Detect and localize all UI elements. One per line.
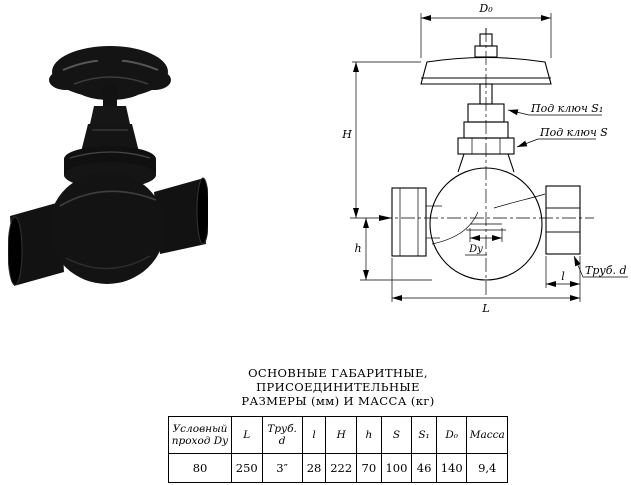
- callout-pod-kluch-s: Под ключ S: [516, 126, 608, 148]
- cell-L: 250: [231, 453, 263, 483]
- cell-S: 100: [380, 453, 413, 483]
- dimension-label-h: h: [354, 242, 361, 255]
- valve-photo-image: [7, 46, 210, 286]
- label-trub-d: Труб. d: [585, 264, 627, 277]
- dimension-label-d0: D₀: [478, 2, 493, 15]
- cell-trub-d: 3″: [261, 453, 303, 483]
- dimension-label-dy: Dу: [468, 244, 483, 255]
- cell-l: 28: [301, 453, 327, 483]
- col-header-uslovny-prohod: Условный проход Dу: [167, 416, 233, 454]
- dimension-label-H: H: [341, 128, 352, 141]
- dimension-d0: D₀: [420, 2, 552, 58]
- col-header-L: L: [231, 416, 263, 454]
- col-header-S: S: [380, 416, 413, 454]
- dimension-H: H: [341, 61, 421, 219]
- drawing-bonnet: [457, 121, 515, 173]
- cell-uslovny-prohod: 80: [167, 453, 233, 483]
- photo-stem: [103, 84, 117, 108]
- centerline-arrow: [379, 215, 392, 221]
- col-header-l: l: [301, 416, 327, 454]
- dimension-dy: Dу: [465, 228, 503, 256]
- valve-drawing-svg: D₀ Под ключ S₁ Под ключ S: [341, 2, 628, 315]
- table-title-line2: РАЗМЕРЫ (мм) И МАССА (кг): [241, 394, 435, 408]
- col-header-trub-d: Труб. d: [261, 416, 303, 454]
- table-title-line1: ОСНОВНЫЕ ГАБАРИТНЫЕ, ПРИСОЕДИНИТЕЛЬНЫЕ: [248, 366, 428, 394]
- dimension-h: h: [354, 218, 432, 281]
- label-pod-kluch-s: Под ключ S: [539, 126, 608, 139]
- photo-bonnet: [64, 106, 156, 188]
- valve-technical-drawing: D₀ Под ключ S₁ Под ключ S: [326, 0, 630, 322]
- col-header-massa: Масса: [466, 416, 508, 454]
- cell-massa: 9,4: [466, 453, 508, 483]
- label-pod-kluch-s1: Под ключ S₁: [530, 102, 603, 115]
- valve-photo: [7, 18, 210, 296]
- table-title: ОСНОВНЫЕ ГАБАРИТНЫЕ, ПРИСОЕДИНИТЕЛЬНЫЕ Р…: [168, 366, 508, 408]
- cell-D0: 140: [435, 453, 468, 483]
- cell-h: 70: [355, 453, 382, 483]
- callout-trub-d: Труб. d: [573, 255, 628, 278]
- table-header-row: Условный проход Dу L Труб. d l H h S S₁ …: [167, 416, 508, 454]
- dimensions-table-block: ОСНОВНЫЕ ГАБАРИТНЫЕ, ПРИСОЕДИНИТЕЛЬНЫЕ Р…: [167, 366, 508, 483]
- dimension-l: l: [545, 256, 580, 288]
- col-header-S1: S₁: [411, 416, 437, 454]
- callout-pod-kluch-s1: Под ключ S₁: [507, 102, 603, 116]
- photo-body: [7, 172, 210, 286]
- col-header-h: h: [355, 416, 382, 454]
- col-header-H: H: [325, 416, 357, 454]
- dimension-label-l: l: [561, 270, 565, 283]
- dimensions-table: Условный проход Dу L Труб. d l H h S S₁ …: [167, 416, 508, 483]
- cell-S1: 46: [411, 453, 437, 483]
- table-row: 80 250 3″ 28 222 70 100 46 140 9,4: [167, 453, 508, 483]
- drawing-body: [391, 167, 581, 281]
- drawing-handwheel: [420, 28, 552, 85]
- col-header-D0: D₀: [435, 416, 468, 454]
- cell-H: 222: [325, 453, 357, 483]
- dimension-label-L: L: [481, 302, 489, 315]
